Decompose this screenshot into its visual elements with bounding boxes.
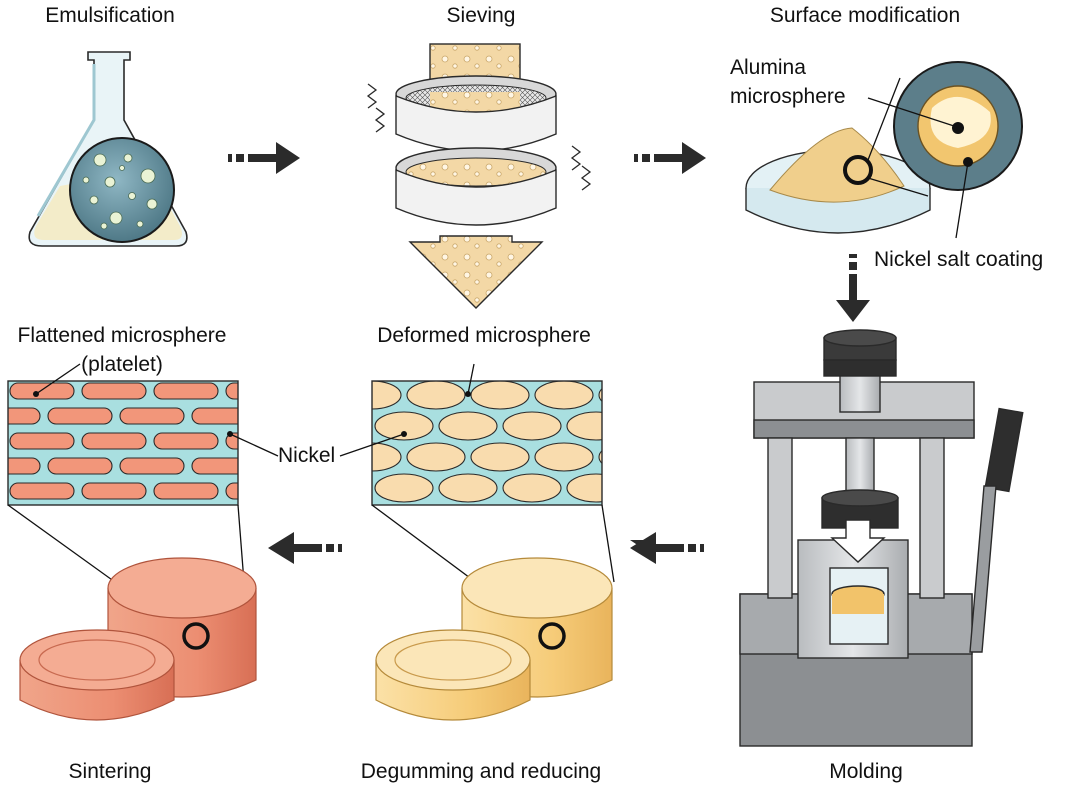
- petri-dish-illustration: [745, 127, 931, 234]
- deformed-microsphere-cell: [470, 381, 530, 410]
- platelet: [8, 457, 41, 475]
- step-label-sintering: Sintering: [69, 760, 152, 783]
- step-label-degumming: Degumming and reducing: [361, 760, 601, 783]
- press-illustration: [739, 329, 1024, 747]
- step-label-surface-modification: Surface modification: [770, 4, 960, 27]
- flask-illustration: [28, 51, 188, 247]
- deformed-microsphere-cell: [598, 450, 602, 464]
- surface-mod-leader-lines: [867, 77, 969, 239]
- nickel-marker-dot-mid: [401, 431, 407, 437]
- platelet: [119, 407, 185, 425]
- platelet: [153, 482, 219, 500]
- deformed-microsphere-cell: [374, 411, 434, 441]
- degummed-pellets: [375, 557, 613, 721]
- alumina-label-line2: microsphere: [730, 85, 846, 108]
- sieve-illustration: [366, 43, 592, 309]
- deformed-microsphere-cell: [502, 473, 562, 503]
- platelet: [191, 457, 238, 475]
- platelet: [47, 407, 113, 425]
- platelet: [9, 432, 75, 450]
- deformed-microsphere-cell: [534, 381, 594, 410]
- deformed-microsphere-cell: [438, 411, 498, 441]
- deformed-microsphere-panel: [371, 380, 689, 506]
- platelet: [191, 407, 238, 425]
- step-label-molding: Molding: [829, 760, 903, 783]
- deformed-microsphere-label: Deformed microsphere: [377, 324, 591, 347]
- nickel-salt-label: Nickel salt coating: [874, 248, 1043, 271]
- deformed-microsphere-cell: [566, 473, 602, 503]
- deformed-marker-dot: [465, 391, 471, 397]
- nickel-marker-dot-left: [227, 431, 233, 437]
- platelet: [47, 457, 113, 475]
- emulsion-zoom-circle: [69, 137, 175, 243]
- platelet: [8, 407, 41, 425]
- deformed-microsphere-cell: [372, 442, 402, 472]
- deformed-microsphere-cell: [406, 442, 466, 472]
- nickel-label: Nickel: [278, 444, 335, 467]
- platelet: [9, 482, 75, 500]
- platelet: [119, 457, 185, 475]
- deformed-microsphere-cell: [374, 473, 434, 503]
- platelet: [153, 382, 219, 400]
- flattened-microsphere-panel: [7, 380, 239, 506]
- flattened-label-line1: Flattened microsphere: [18, 324, 227, 347]
- step-label-emulsification: Emulsification: [45, 4, 175, 27]
- platelet: [81, 382, 147, 400]
- alumina-label-line1: Alumina: [730, 56, 806, 79]
- sintered-pellets: [19, 557, 257, 721]
- platelet: [81, 482, 147, 500]
- alumina-zoom-marker: [843, 155, 873, 185]
- arrow-emulsification-to-sieving: [228, 142, 300, 174]
- arrow-degumming-to-sintering: [268, 532, 342, 564]
- platelet: [153, 432, 219, 450]
- deformed-microsphere-cell: [631, 474, 689, 502]
- flattened-label-line2: (platelet): [81, 353, 163, 376]
- deformed-microsphere-cell: [631, 412, 689, 440]
- deformed-microsphere-cell: [406, 381, 466, 410]
- deformed-microsphere-cell: [470, 442, 530, 472]
- coated-microsphere-zoom: [893, 61, 1023, 191]
- deformed-microsphere-cell: [598, 388, 602, 402]
- platelet: [9, 382, 75, 400]
- platelet: [225, 482, 238, 500]
- arrow-surface-mod-to-molding: [836, 254, 870, 322]
- flattened-marker-dot: [33, 391, 39, 397]
- arrow-molding-to-degumming: [630, 532, 704, 564]
- deformed-microsphere-cell: [372, 381, 402, 410]
- deformed-microsphere-cell: [566, 411, 602, 441]
- platelet: [81, 432, 147, 450]
- step-label-sieving: Sieving: [447, 4, 516, 27]
- platelet: [225, 382, 238, 400]
- deformed-microsphere-cell: [502, 411, 562, 441]
- deformed-microsphere-cell: [438, 473, 498, 503]
- deformed-microsphere-cell: [534, 442, 594, 472]
- arrow-sieving-to-surface-mod: [634, 142, 706, 174]
